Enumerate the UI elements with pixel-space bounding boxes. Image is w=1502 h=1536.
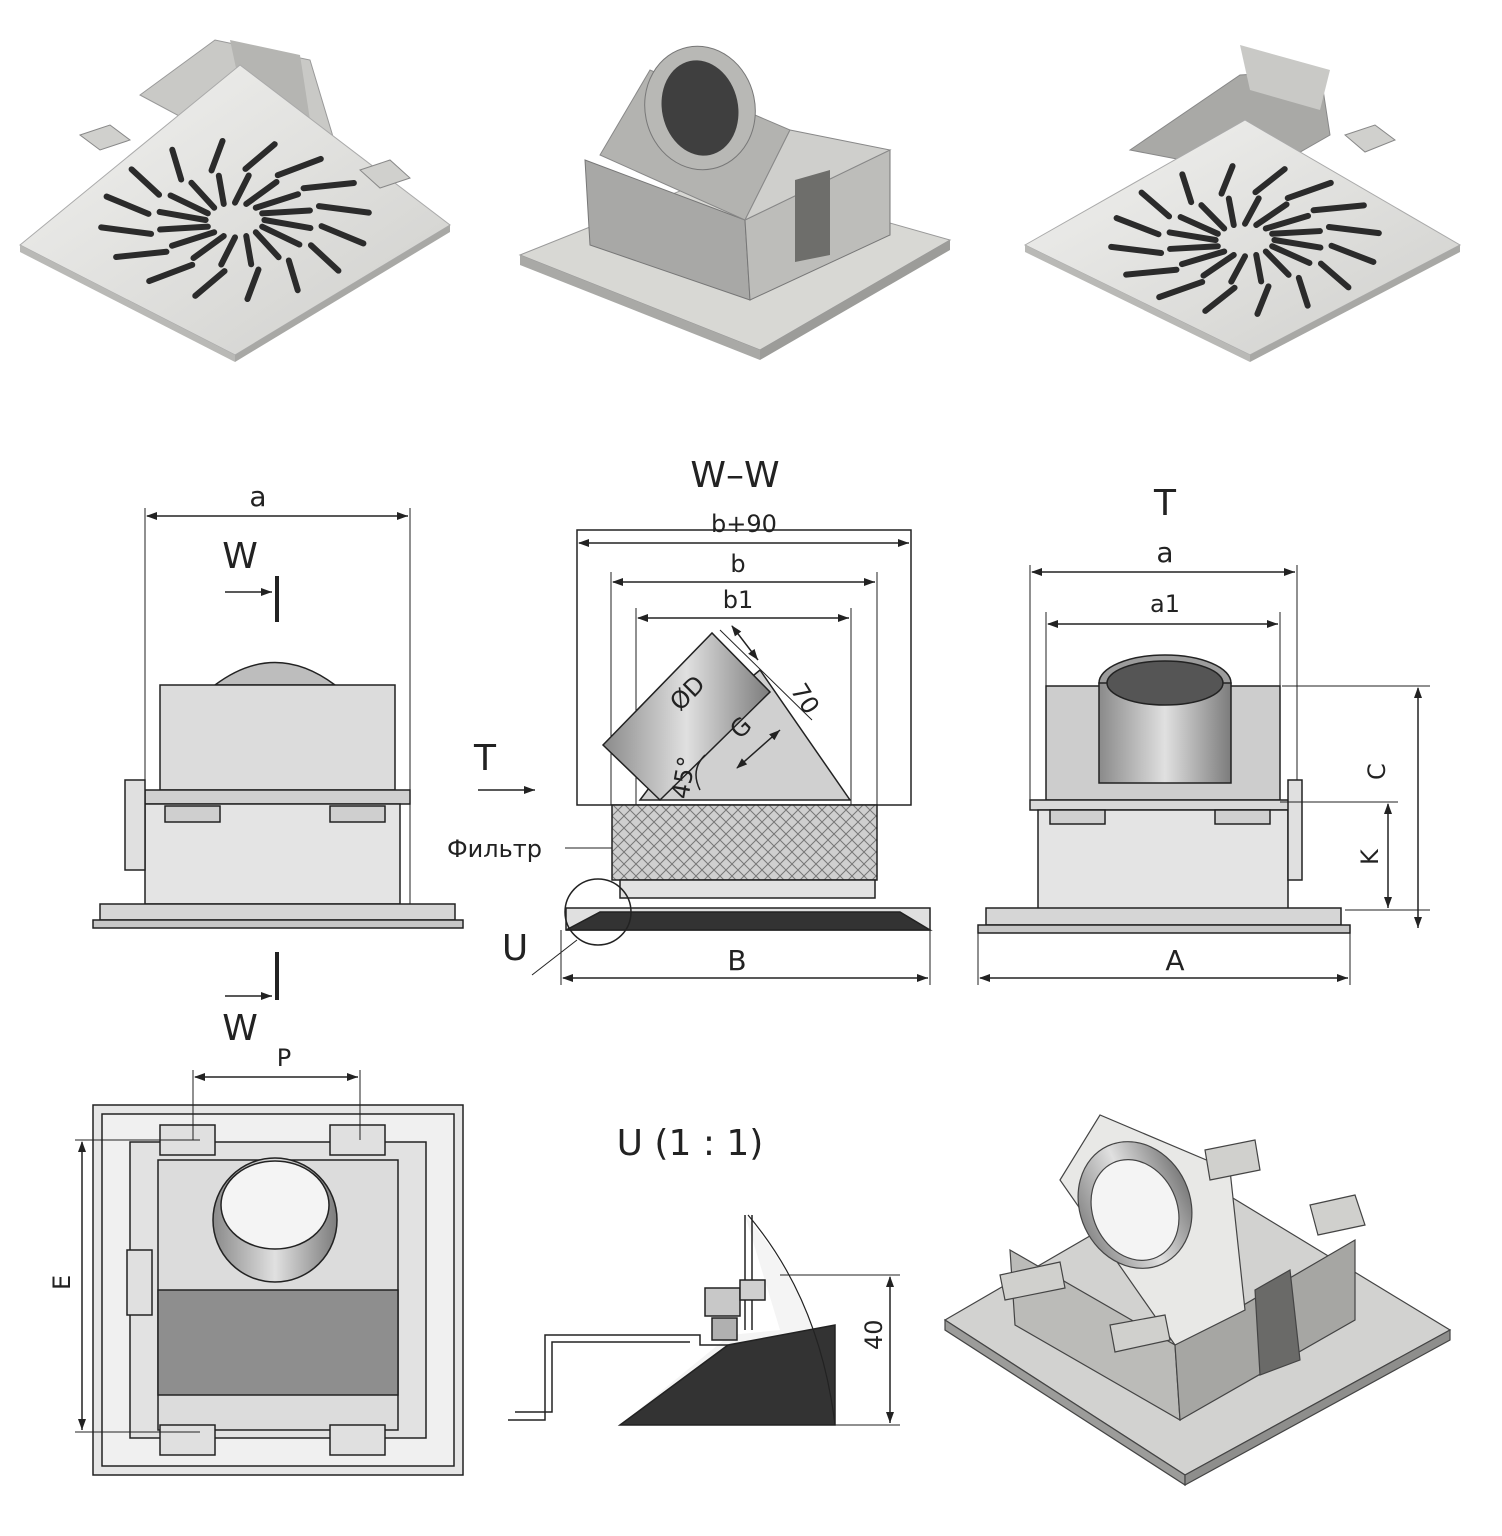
grille-slot: [1310, 202, 1367, 214]
grille-slot: [1262, 248, 1292, 278]
grille-slot: [1253, 201, 1290, 228]
swirl-slots-left: [98, 137, 372, 303]
grille-slot: [300, 179, 357, 192]
grille-slot: [167, 192, 211, 217]
grille-slot: [1113, 215, 1162, 238]
grille-slot: [1200, 252, 1237, 279]
grille-slot: [1228, 253, 1248, 285]
section-mark-w-top: W: [222, 536, 258, 577]
grille-slot: [285, 257, 301, 294]
swirl-slots-right: [1108, 163, 1382, 317]
detail-callout-u: U: [502, 928, 528, 969]
grille-slot: [252, 229, 282, 261]
grille-slot: [1269, 228, 1323, 237]
grille-slot: [1123, 266, 1180, 278]
top-view: [75, 1070, 464, 1476]
grille-slot: [1325, 224, 1382, 237]
grille-slot: [259, 223, 303, 248]
section-title: W–W: [690, 455, 779, 496]
dim-40: 40: [860, 1319, 888, 1350]
dim-e: E: [48, 1275, 76, 1290]
render-diffuser-right: [1023, 45, 1462, 362]
grille-slot: [169, 146, 185, 183]
grille-slot: [157, 223, 211, 233]
grille-slot: [252, 191, 302, 211]
grille-slot: [1198, 202, 1228, 232]
section-w-w: [478, 529, 933, 985]
grille-slot: [1108, 243, 1165, 256]
grille-slot: [146, 261, 196, 285]
grille-slot: [188, 179, 218, 211]
grille-slot: [1262, 212, 1312, 232]
grille-slot: [128, 166, 163, 198]
grille-slot: [215, 172, 227, 207]
grille-slot: [1269, 243, 1313, 266]
dim-b-plus-90: b+90: [711, 510, 777, 538]
dim-a1: a1: [1150, 590, 1180, 618]
dim-a-right: a: [1156, 536, 1173, 569]
grille-slot: [243, 233, 255, 268]
grille-slot: [274, 155, 324, 179]
view-arrow-t: T: [473, 738, 497, 779]
dim-b1: b1: [723, 586, 754, 614]
grille-slot: [259, 207, 313, 217]
grille-slot: [1179, 171, 1195, 206]
grille-slot: [1253, 252, 1265, 285]
grille-slot: [192, 268, 228, 299]
dim-b: b: [730, 550, 745, 578]
grille-slot: [98, 224, 155, 237]
render-diffuser-left: [19, 39, 451, 362]
grille-slot: [1317, 260, 1352, 291]
grille-slot: [1295, 274, 1311, 309]
dim-a-bottom: A: [1165, 944, 1184, 977]
grille-slot: [1178, 248, 1228, 268]
label-filter: Фильтр: [447, 835, 542, 863]
grille-slot: [1252, 166, 1288, 196]
grille-slot: [156, 208, 209, 223]
grille-slot: [1225, 195, 1237, 228]
grille-slot: [1284, 179, 1334, 202]
grille-slot: [315, 203, 372, 216]
grille-slot: [1166, 229, 1219, 243]
dim-b-bottom: B: [727, 944, 746, 977]
dim-k: K: [1356, 848, 1384, 865]
grille-slot: [1138, 189, 1173, 220]
detail-title: U (1 : 1): [617, 1123, 764, 1164]
detail-u: [508, 1214, 900, 1426]
side-view-t: [977, 565, 1430, 985]
side-view-title: T: [1153, 483, 1177, 524]
dim-a-left: a: [249, 480, 266, 513]
grille-slot: [1242, 195, 1262, 227]
dim-c: C: [1363, 763, 1391, 780]
grille-slot: [242, 141, 278, 172]
dim-p: P: [277, 1044, 291, 1072]
section-mark-w-bottom: W: [222, 1008, 258, 1049]
grille-slot: [1254, 283, 1272, 317]
grille-slot: [1271, 237, 1324, 251]
grille-slot: [1328, 242, 1377, 265]
grille-slot: [113, 248, 170, 261]
grille-slot: [1218, 163, 1236, 197]
grille-slot: [168, 229, 218, 249]
grille-slot: [208, 137, 226, 174]
grille-slot: [190, 233, 227, 262]
grille-slot: [318, 223, 367, 247]
grille-slot: [1177, 214, 1221, 237]
grille-slot: [218, 234, 238, 268]
front-view: [92, 508, 464, 1000]
grille-slot: [244, 266, 262, 303]
grille-slot: [1167, 243, 1221, 252]
grille-slot: [103, 193, 152, 217]
grille-slot: [261, 217, 314, 232]
grille-slot: [307, 242, 342, 274]
grille-slot: [1156, 278, 1206, 301]
grille-slot: [232, 172, 252, 206]
render-plenum-box-iso: [943, 1114, 1452, 1487]
grille-slot: [1202, 284, 1238, 314]
grille-slot: [243, 178, 280, 207]
render-plenum-box: [518, 45, 952, 360]
dim-70: 70: [785, 678, 825, 719]
